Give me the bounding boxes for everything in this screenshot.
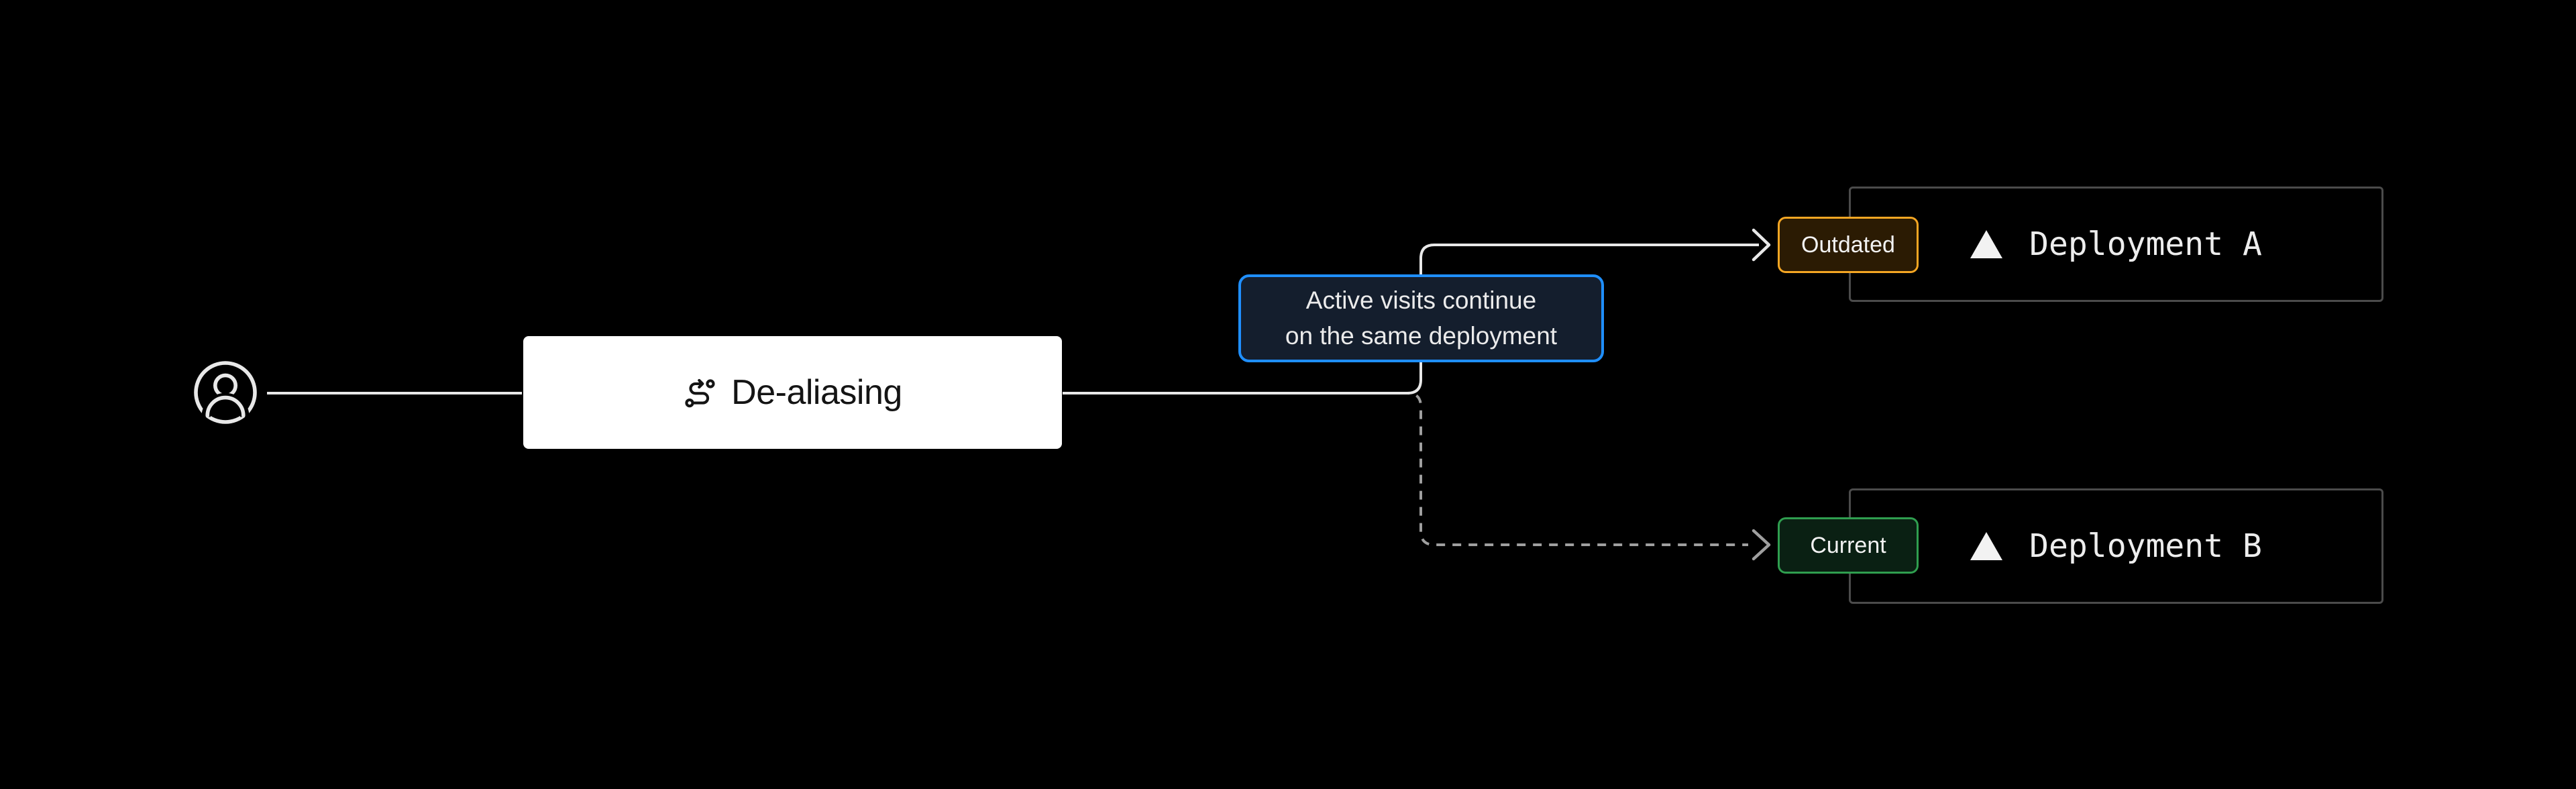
deployment-b-node: Deployment B [1849,488,2383,604]
current-badge-label: Current [1810,532,1886,558]
dealiasing-node: De-aliasing [523,336,1062,449]
tooltip-line-1: Active visits continue [1305,286,1537,314]
route-icon [685,378,715,408]
active-visits-tooltip: Active visits continue on the same deplo… [1238,274,1604,362]
current-status-badge: Current [1778,517,1919,574]
deployment-a-node: Deployment A [1849,187,2383,302]
arrowhead-deployment-b [1752,529,1771,561]
vercel-triangle-icon [1970,230,2003,258]
edge-dealiasing-to-deployment-b [1063,392,1748,546]
user-circle-icon [194,361,257,424]
outdated-status-badge: Outdated [1778,217,1919,273]
tooltip-line-2: on the same deployment [1285,321,1558,350]
arrowhead-deployment-a [1752,228,1771,262]
outdated-badge-label: Outdated [1801,231,1895,258]
deployment-a-label: Deployment A [2029,225,2262,263]
vercel-triangle-icon [1970,532,2003,560]
dealiasing-label: De-aliasing [731,373,902,412]
deployment-b-label: Deployment B [2029,527,2262,565]
